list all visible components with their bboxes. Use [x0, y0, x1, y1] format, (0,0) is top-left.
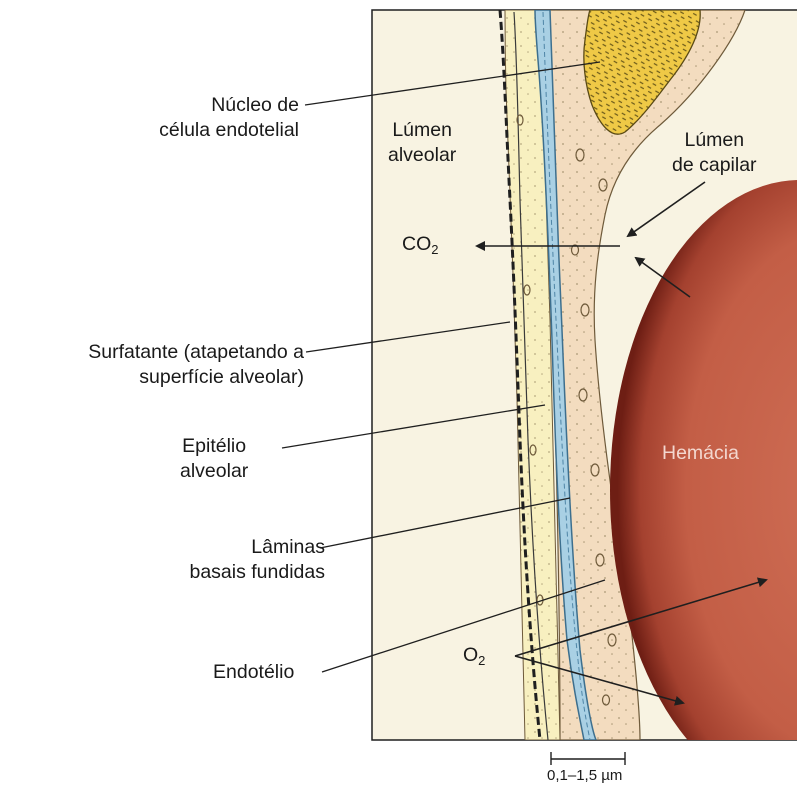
label-alveolar-epithelium: Epitélio alveolar	[180, 434, 248, 484]
label-endothelium: Endotélio	[213, 660, 294, 685]
co2-subscript: 2	[431, 242, 438, 257]
label-co2: CO2	[402, 233, 438, 257]
label-capillary-lumen: Lúmen de capilar	[672, 128, 757, 178]
label-capillary-lumen-line1: Lúmen	[672, 128, 757, 153]
label-surfactant: Surfatante (atapetando a superfície alve…	[88, 340, 304, 390]
label-fused-basal-laminae: Lâminas basais fundidas	[189, 535, 325, 585]
scale-label: 0,1–1,5 µm	[547, 767, 622, 784]
label-o2: O2	[463, 644, 485, 668]
label-surfactant-line2: superfície alveolar)	[88, 365, 304, 390]
label-laminae-line2: basais fundidas	[189, 560, 325, 585]
label-laminae-line1: Lâminas	[189, 535, 325, 560]
label-red-blood-cell: Hemácia	[662, 441, 739, 466]
label-epithelium-line2: alveolar	[180, 459, 248, 484]
label-nucleus-line1: Núcleo de	[159, 93, 299, 118]
label-alveolar-lumen: Lúmen alveolar	[388, 118, 456, 168]
label-alveolar-lumen-line2: alveolar	[388, 143, 456, 168]
label-endothelial-nucleus: Núcleo de célula endotelial	[159, 93, 299, 143]
label-alveolar-lumen-line1: Lúmen	[388, 118, 456, 143]
scale-bar	[551, 752, 625, 765]
label-nucleus-line2: célula endotelial	[159, 118, 299, 143]
label-epithelium-line1: Epitélio	[180, 434, 248, 459]
o2-subscript: 2	[478, 653, 485, 668]
label-capillary-lumen-line2: de capilar	[672, 153, 757, 178]
o2-text: O	[463, 644, 478, 666]
label-surfactant-line1: Surfatante (atapetando a	[88, 340, 304, 365]
co2-text: CO	[402, 233, 431, 255]
